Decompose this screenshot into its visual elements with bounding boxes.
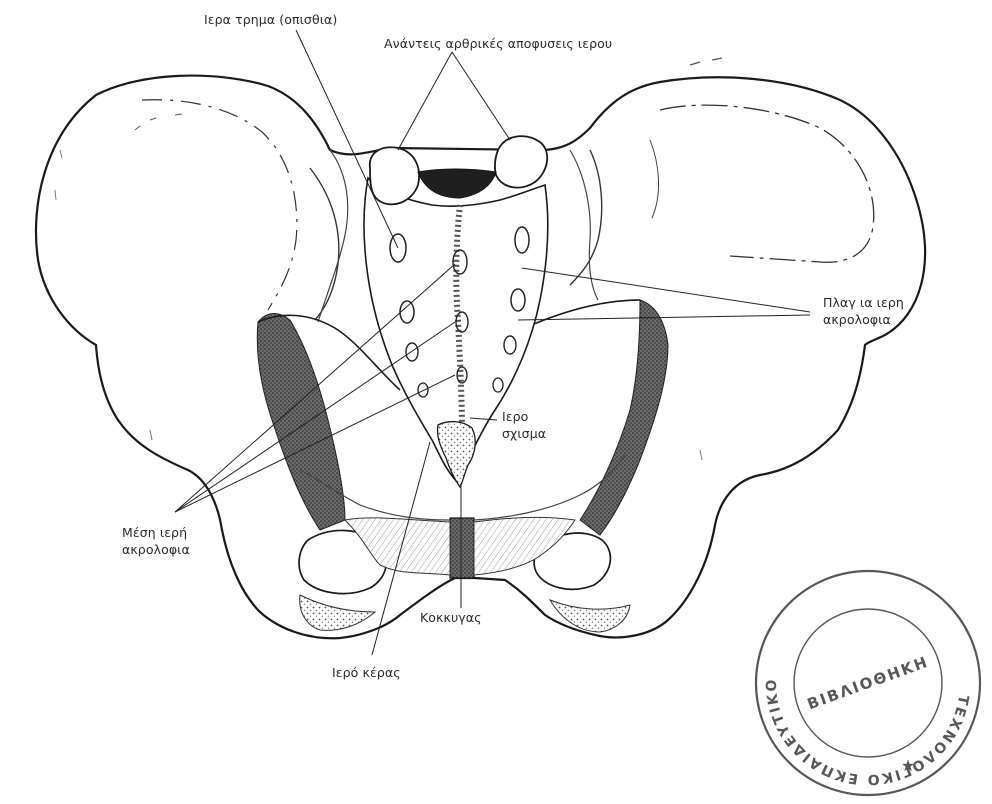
leader-articular-right [452,52,510,140]
label-median-sacral-crest-line1: Μέση ιερή [122,524,190,541]
label-sacral-hiatus-line2: σχισμα [502,425,546,442]
label-lateral-sacral-crest: Πλαγ ια ιερη ακρολοφια [823,294,904,328]
label-sacral-cornu: Ιερό κέρας [332,664,401,681]
bone-texture [690,58,722,65]
label-coccyx: Κοκκυγας [420,609,482,626]
label-lateral-sacral-crest-line1: Πλαγ ια ιερη [823,294,904,311]
label-sacral-foramina: Ιερα τρημα (οπισθια) [204,11,337,28]
label-sacral-hiatus-line1: Ιερο [502,408,546,425]
leader-articular-left [398,52,452,150]
label-lateral-sacral-crest-line2: ακρολοφια [823,311,904,328]
label-superior-articular-processes: Ανάντεις αρθρικές αποφυσεις ιερου [384,35,612,52]
label-sacral-hiatus: Ιερο σχισμα [502,408,546,442]
stamp-center-text: ΒΙΒΛΙΟΘΗΚΗ [805,653,931,714]
library-stamp: ΤΕΧΝΟΛΟΓΙΚΟ ΕΚΠΑΙΔΕΥΤΙΚΟ ΙΔΡΥΜΑ ΠΑΤΡΑΣ Β… [756,571,980,795]
pubic-symphysis [450,518,474,578]
left-articular-process [370,147,419,204]
label-median-sacral-crest: Μέση ιερή ακρολοφια [122,524,190,558]
stamp-star-icon: ★ [901,756,915,775]
label-median-sacral-crest-line2: ακρολοφια [122,541,190,558]
